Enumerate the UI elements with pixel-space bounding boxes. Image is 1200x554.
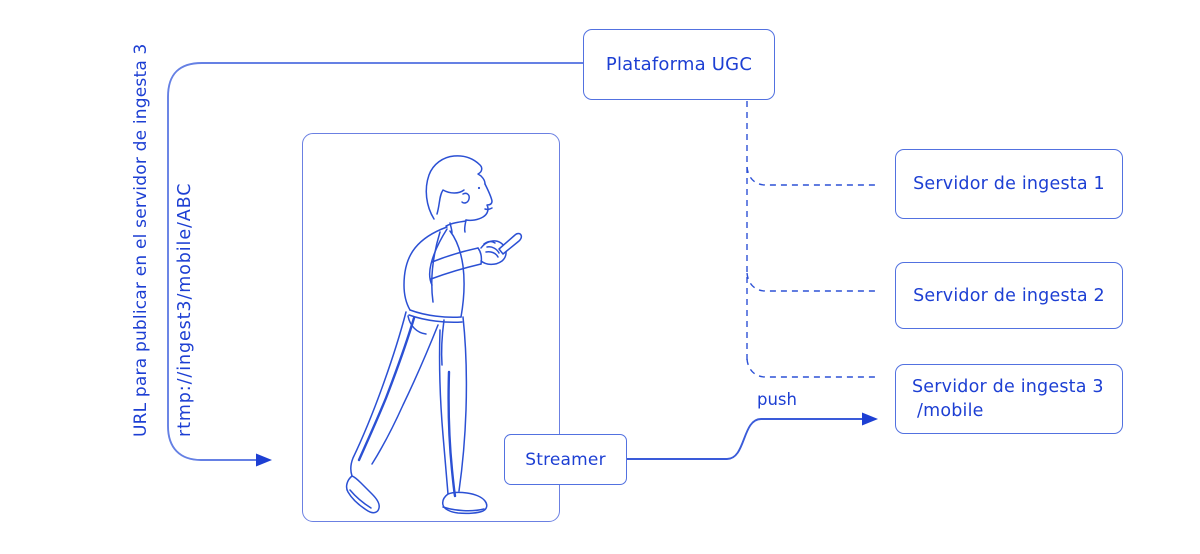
person-pocket	[407, 315, 427, 335]
platform-ugc-box: Plataforma UGC	[583, 29, 775, 100]
person-ear	[461, 192, 470, 204]
arrow-head-push	[862, 412, 878, 426]
person-front-leg-inner	[438, 329, 449, 495]
person-forearm	[430, 247, 482, 280]
phone-in-hand	[498, 232, 523, 255]
ingest-server-3-label: Servidor de ingesta 3	[912, 377, 1104, 397]
person-hair	[425, 155, 486, 220]
person-eye	[477, 186, 481, 190]
ingest-server-3-box: Servidor de ingesta 3 /mobile	[895, 364, 1123, 434]
person-cuff	[477, 247, 483, 265]
ingest-server-1-box: Servidor de ingesta 1	[895, 149, 1123, 219]
arrow-head-into-frame	[256, 453, 272, 467]
streamer-label: Streamer	[525, 449, 606, 470]
ingest-server-2-label: Servidor de ingesta 2	[913, 285, 1105, 306]
streamer-box: Streamer	[504, 434, 627, 485]
person-front-shoe-sole	[442, 506, 485, 512]
person-armhole	[428, 228, 448, 286]
person-back-leg-inner	[371, 324, 439, 465]
streamer-frame	[302, 133, 560, 522]
rtmp-url-vertical-text: rtmp://ingest3/mobile/ABC	[175, 182, 195, 437]
ingest-server-1-label: Servidor de ingesta 1	[913, 174, 1105, 194]
person-belt	[408, 314, 463, 323]
walking-person-figure	[345, 155, 523, 515]
person-back-shoe-sole	[349, 489, 372, 509]
person-front-leg	[458, 316, 468, 492]
dashed-branch-server2	[746, 272, 878, 292]
url-assignment-connector	[167, 62, 584, 461]
person-back-leg	[350, 311, 407, 477]
ingest-server-2-box: Servidor de ingesta 2	[895, 262, 1123, 329]
person-face	[465, 183, 493, 222]
dashed-branch-server1	[746, 166, 878, 186]
person-vest-right	[449, 230, 465, 318]
platform-ugc-label: Plataforma UGC	[605, 54, 753, 75]
person-vest-drape	[431, 231, 441, 303]
person-fingers	[483, 240, 500, 258]
person-vest-left	[403, 226, 448, 311]
person-trouser-stripes	[357, 316, 457, 498]
person-fly-crease	[440, 319, 445, 366]
person-back-shoe	[345, 475, 380, 514]
ingest-server-3-sublabel: /mobile	[917, 401, 984, 421]
push-connector	[626, 418, 863, 460]
url-note-vertical-text: URL para publicar en el servidor de inge…	[131, 43, 151, 437]
person-vest-bottom	[409, 309, 462, 318]
platform-to-servers-dashed-lines	[746, 101, 878, 378]
person-front-shoe	[442, 491, 488, 515]
person-hairline	[436, 189, 465, 215]
push-label: push	[757, 390, 797, 409]
dashed-branch-server3	[746, 358, 878, 378]
person-mouth	[484, 207, 493, 211]
person-collar	[445, 220, 467, 227]
